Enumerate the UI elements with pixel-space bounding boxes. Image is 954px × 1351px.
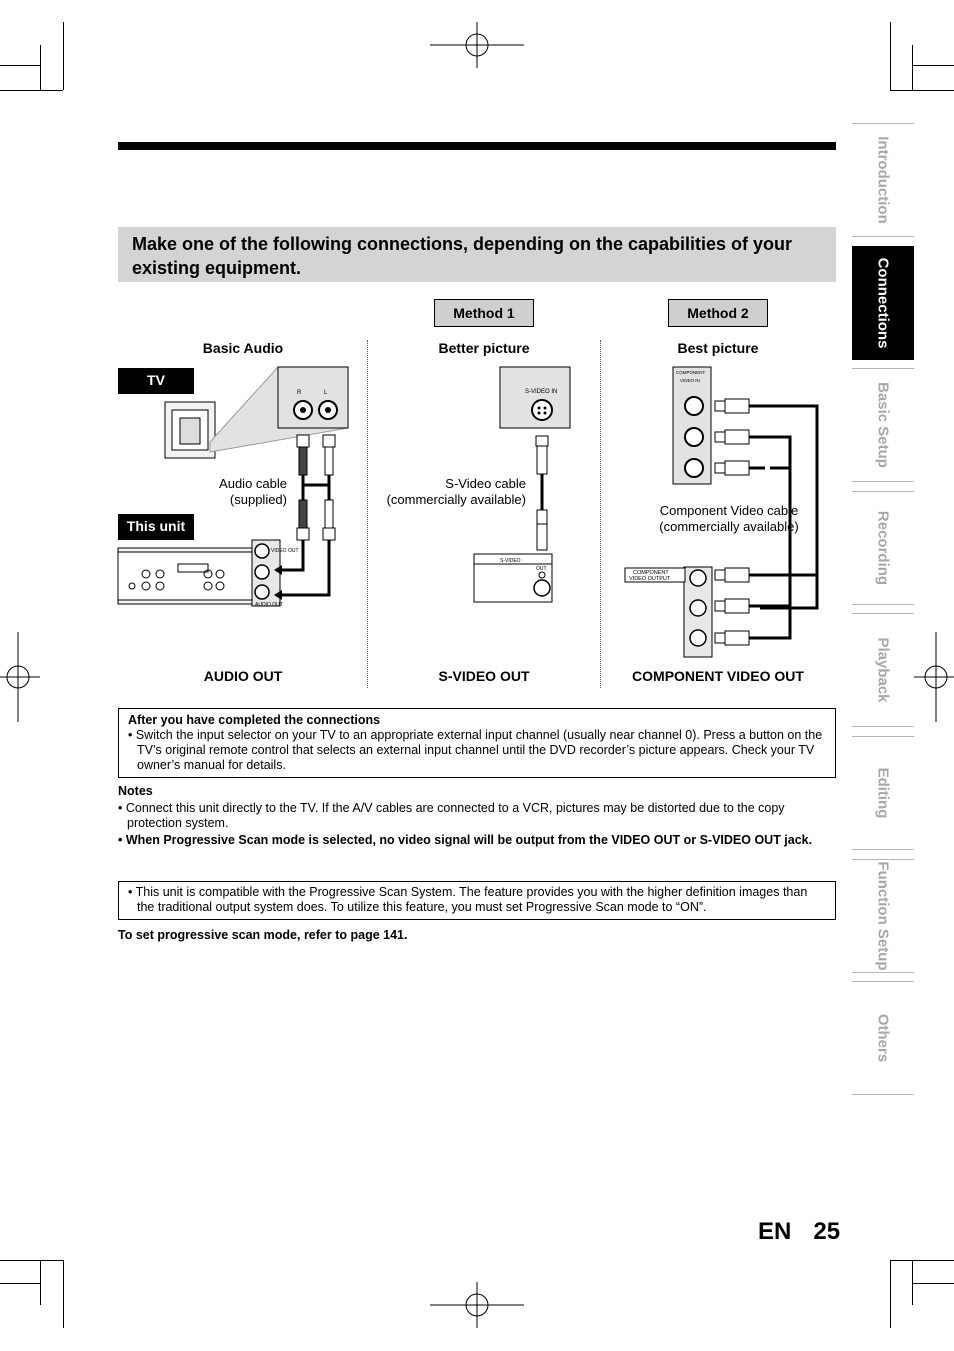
after-connections-title: After you have completed the connections	[128, 713, 381, 727]
section-headline: Make one of the following connections, d…	[118, 227, 836, 282]
audio-cable-caption: Audio cable (supplied)	[219, 476, 287, 507]
tab-basic-setup[interactable]: Basic Setup	[852, 368, 914, 482]
tab-label: Function Setup	[874, 861, 892, 971]
component-cable-caption: Component Video cable (commercially avai…	[659, 503, 799, 534]
tab-label: Others	[874, 1013, 892, 1063]
arrow-icon	[274, 565, 282, 575]
tab-function-setup[interactable]: Function Setup	[852, 859, 914, 973]
audio-out-title: AUDIO OUT	[203, 668, 283, 684]
after-connections-box: After you have completed the connections…	[118, 708, 836, 778]
audio-cable	[290, 434, 336, 597]
tab-recording[interactable]: Recording	[852, 491, 914, 605]
page-num: 25	[813, 1218, 841, 1245]
comp-out-label-2: VIDEO OUTPUT	[629, 576, 671, 582]
tv-audio-panel	[277, 366, 349, 429]
svideo-out-title: S-VIDEO OUT	[438, 668, 530, 684]
tab-label: Introduction	[874, 136, 892, 224]
headline-text: Make one of the following connections, d…	[132, 234, 793, 278]
tv-tag: TV	[118, 368, 194, 394]
tab-playback[interactable]: Playback	[852, 613, 914, 727]
unit-component-panel	[624, 566, 713, 658]
page-lang: EN	[758, 1218, 792, 1245]
component-out-title: COMPONENT VIDEO OUT	[632, 668, 804, 684]
basic-audio-title: Basic Audio	[202, 340, 284, 356]
page-number: EN 25	[758, 1218, 840, 1246]
column-divider	[367, 340, 368, 688]
tab-introduction[interactable]: Introduction	[852, 123, 914, 237]
svideo-cable-caption: S-Video cable (commercially available)	[386, 476, 526, 507]
tv-y-jack	[684, 396, 704, 416]
notes-item: • When Progressive Scan mode is selected…	[118, 833, 813, 847]
r-jack-label: R	[297, 390, 302, 396]
l-jack-label: L	[324, 390, 328, 396]
unit-back-panel-audio	[117, 539, 281, 607]
method-1-label: Method 1	[434, 299, 534, 327]
notes-section: Notes • Connect this unit directly to th…	[118, 784, 836, 848]
audio-out-label: AUDIO OUT	[255, 602, 283, 608]
top-rule	[118, 142, 836, 150]
unit-back-panel-svideo	[473, 553, 553, 603]
progressive-box: • This unit is compatible with the Progr…	[118, 881, 836, 920]
this-unit-tag: This unit	[118, 514, 194, 540]
method-2-label: Method 2	[668, 299, 768, 327]
arrow-icon	[274, 590, 282, 600]
video-out-label: VIDEO OUT	[271, 548, 299, 554]
svideo-in-jack	[531, 399, 553, 421]
tab-label: Playback	[874, 637, 892, 703]
tab-label: Basic Setup	[874, 382, 892, 468]
svideo-cable	[535, 435, 549, 551]
notes-item: • Connect this unit directly to the TV. …	[118, 801, 785, 830]
component-in-label-1: COMPONENT	[676, 370, 706, 375]
progressive-text: • This unit is compatible with the Progr…	[128, 885, 808, 914]
better-picture-title: Better picture	[438, 340, 530, 356]
progressive-reference: To set progressive scan mode, refer to p…	[118, 928, 408, 942]
tab-connections[interactable]: Connections	[852, 246, 914, 360]
after-connections-text: • Switch the input selector on your TV t…	[128, 728, 823, 772]
component-cable	[714, 398, 819, 646]
tab-label: Connections	[874, 257, 892, 349]
connection-diagram: R L VIDEO OUT AUDIO OUT S-VIDEO IN	[117, 366, 819, 658]
svideo-in-label: S-VIDEO IN	[525, 389, 557, 395]
tv-pb-jack	[684, 427, 704, 447]
tv-svideo-panel	[499, 366, 571, 429]
component-in-label-2: VIDEO IN	[680, 378, 700, 383]
notes-title: Notes	[118, 784, 153, 798]
best-picture-title: Best picture	[677, 340, 759, 356]
tv-pr-jack	[684, 458, 704, 478]
comp-out-label-1: COMPONENT	[633, 570, 669, 576]
tab-label: Editing	[874, 767, 892, 819]
svideo-out-panel-label: S-VIDEO	[500, 558, 521, 564]
tab-editing[interactable]: Editing	[852, 736, 914, 850]
tab-label: Recording	[874, 510, 892, 586]
out-jack-label: OUT	[536, 566, 547, 572]
column-divider	[600, 340, 601, 688]
tab-others[interactable]: Others	[852, 981, 914, 1095]
